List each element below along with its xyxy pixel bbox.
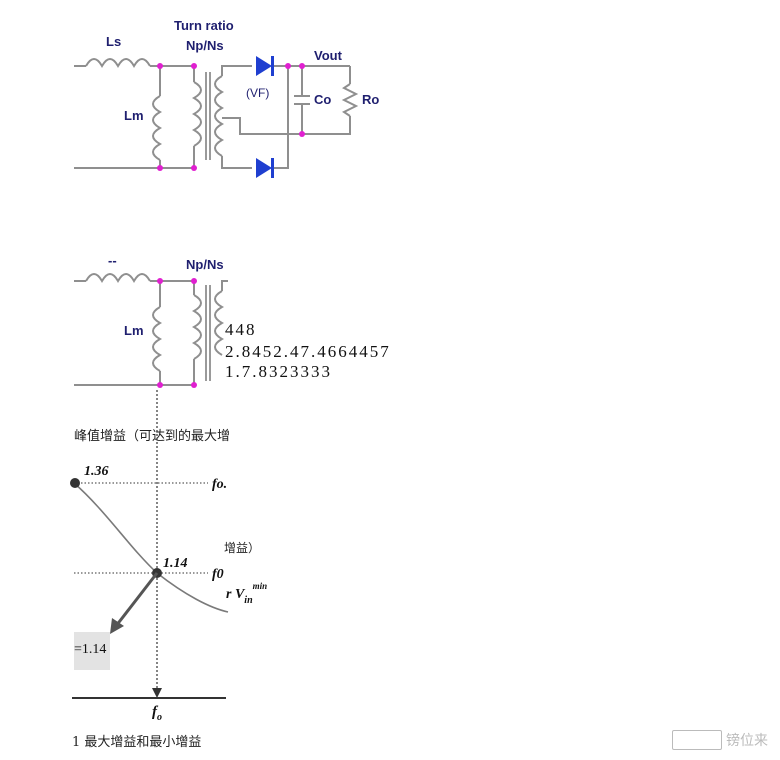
overlay-number-line3: 1.7.8323333 [225,362,332,381]
peak-value-label: 1.36 [84,464,109,479]
llc-circuit-top: Ls Lm Turn ratio Np/Ns Vout Co Ro (VF) [74,18,379,178]
vin-sup: min [253,581,268,591]
diode-bottom [256,158,274,178]
vin-label: r V [226,587,246,602]
watermark-text: 镑位来 [726,733,768,749]
label-lm-second: Lm [124,323,144,338]
gain-figure: 峰值增益（可达到的最大增 1.36 fo. 增益） 1.14 f0 r Vinm… [70,390,267,750]
peak-fo-label: fo. [212,477,227,492]
svg-text:fo: fo [152,704,162,723]
x-axis-label: f [152,704,159,720]
vin-sub: in [244,595,253,606]
label-np-ns: Np/Ns [186,38,224,53]
label-turn-ratio: Turn ratio [174,18,234,33]
svg-text:r Vinmin: r Vinmin [226,581,267,606]
watermark-logo-icon [672,730,722,750]
gain-arrow [114,572,159,627]
min-value-label: 1.14 [163,556,188,571]
peak-gain-point [70,478,80,488]
overlay-number-line1: 448 [225,320,257,339]
caption-bottom: 1 最大增益和最小增益 [72,735,201,750]
label-vf: (VF) [246,86,269,100]
min-fo-label: f0 [212,567,224,582]
min-gain-box-label: =1.14 [74,642,107,657]
label-lm: Lm [124,108,144,123]
fo-arrow-head [152,688,162,698]
label-ro: Ro [362,92,379,107]
caption-top: 峰值增益（可达到的最大增 [74,428,230,444]
gain-arrow-head [110,618,124,634]
llc-circuit-second: -- Lm Np/Ns [74,255,228,388]
gain-curve [73,482,229,613]
label-vout: Vout [314,48,343,63]
label-np-ns-second: Np/Ns [186,257,224,272]
diode-top [256,56,274,76]
label-ls-partial: -- [108,255,117,268]
x-axis-sub: o [157,712,162,723]
min-gain-box: =1.14 [74,632,110,670]
label-ls: Ls [106,34,121,49]
circuit-top-wires [74,58,359,169]
circuit-top-nodes [157,63,305,171]
watermark-logo: 镑位来 [672,730,768,750]
side-gain-label: 增益） [224,541,260,555]
overlay-number-line2: 2.8452.47.4664457 [225,342,391,361]
label-co: Co [314,92,331,107]
